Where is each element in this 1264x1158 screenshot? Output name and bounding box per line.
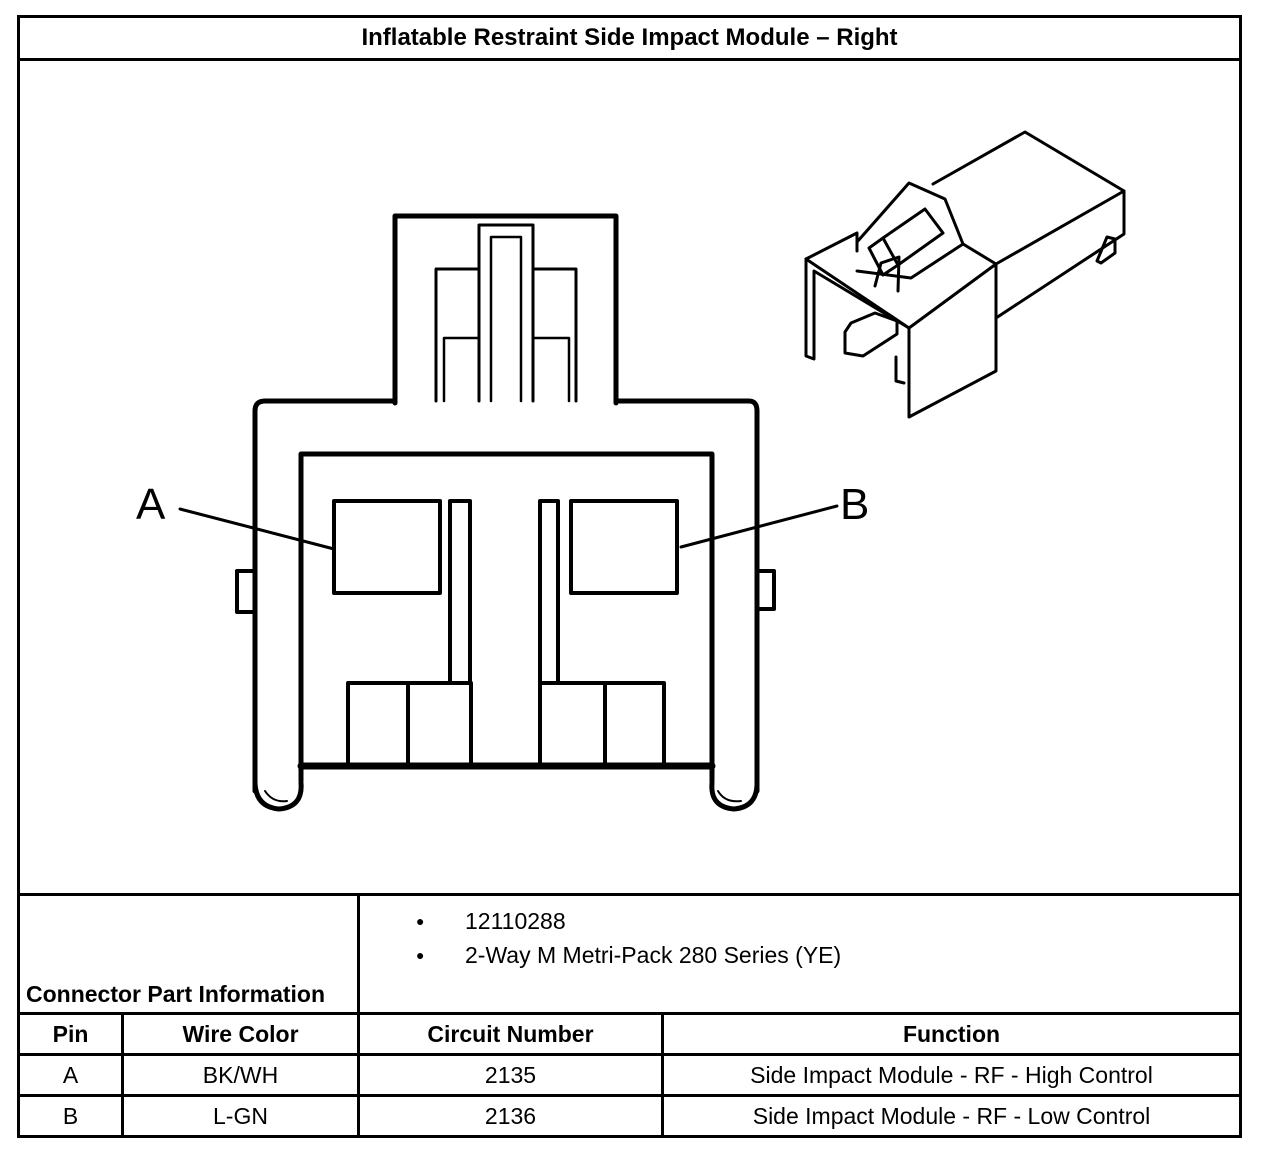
latch-center-rib — [477, 223, 535, 403]
connector-body-outline — [252, 398, 760, 794]
right-side-tab — [755, 569, 776, 611]
pin-b-leader — [679, 504, 839, 549]
connector-latch-housing — [392, 213, 619, 406]
pin-b-label: B — [840, 480, 869, 529]
right-bottom-block — [538, 681, 666, 765]
connector-sheet: Inflatable Restraint Side Impact Module … — [16, 15, 1243, 1138]
circuit-number-cell: 2135 — [357, 1053, 664, 1097]
pin-cell: A — [17, 1053, 124, 1097]
pin-b-cavity — [569, 499, 679, 595]
page-title: Inflatable Restraint Side Impact Module … — [16, 15, 1243, 61]
table-row: A BK/WH 2135 Side Impact Module - RF - H… — [17, 1053, 1243, 1097]
connector-cavity-outline — [298, 451, 715, 784]
connector-series-item: 2-Way M Metri-Pack 280 Series (YE) — [360, 938, 1239, 972]
function-header: Function — [660, 1012, 1243, 1056]
left-leg — [252, 778, 304, 812]
center-divider — [448, 499, 472, 685]
connector-diagram: A B — [136, 130, 1126, 812]
connector-part-info-label: Connector Part Information — [17, 893, 360, 1015]
pin-a-cavity — [332, 499, 442, 595]
wire-color-header: Wire Color — [121, 1012, 360, 1056]
circuit-number-header: Circuit Number — [357, 1012, 664, 1056]
left-side-tab — [235, 569, 257, 614]
connector-table: Inflatable Restraint Side Impact Module … — [16, 15, 1243, 1138]
connector-isometric-view — [804, 130, 1126, 419]
pin-a-leader — [178, 507, 336, 551]
connector-drawing-cell: A B — [16, 58, 1243, 896]
left-bottom-block — [346, 681, 473, 765]
function-cell: Side Impact Module - RF - High Control — [660, 1053, 1243, 1097]
function-cell: Side Impact Module - RF - Low Control — [660, 1094, 1243, 1138]
table-row: B L-GN 2136 Side Impact Module - RF - Lo… — [17, 1094, 1243, 1138]
wire-color-cell: BK/WH — [121, 1053, 360, 1097]
connector-part-info: 12110288 2-Way M Metri-Pack 280 Series (… — [356, 893, 1243, 1015]
pin-a-label: A — [136, 480, 166, 529]
pin-cell: B — [17, 1094, 124, 1138]
part-number-item: 12110288 — [360, 904, 1239, 938]
pin-header: Pin — [17, 1012, 124, 1056]
circuit-number-cell: 2136 — [357, 1094, 664, 1138]
right-leg — [709, 778, 760, 812]
wire-color-cell: L-GN — [121, 1094, 360, 1138]
